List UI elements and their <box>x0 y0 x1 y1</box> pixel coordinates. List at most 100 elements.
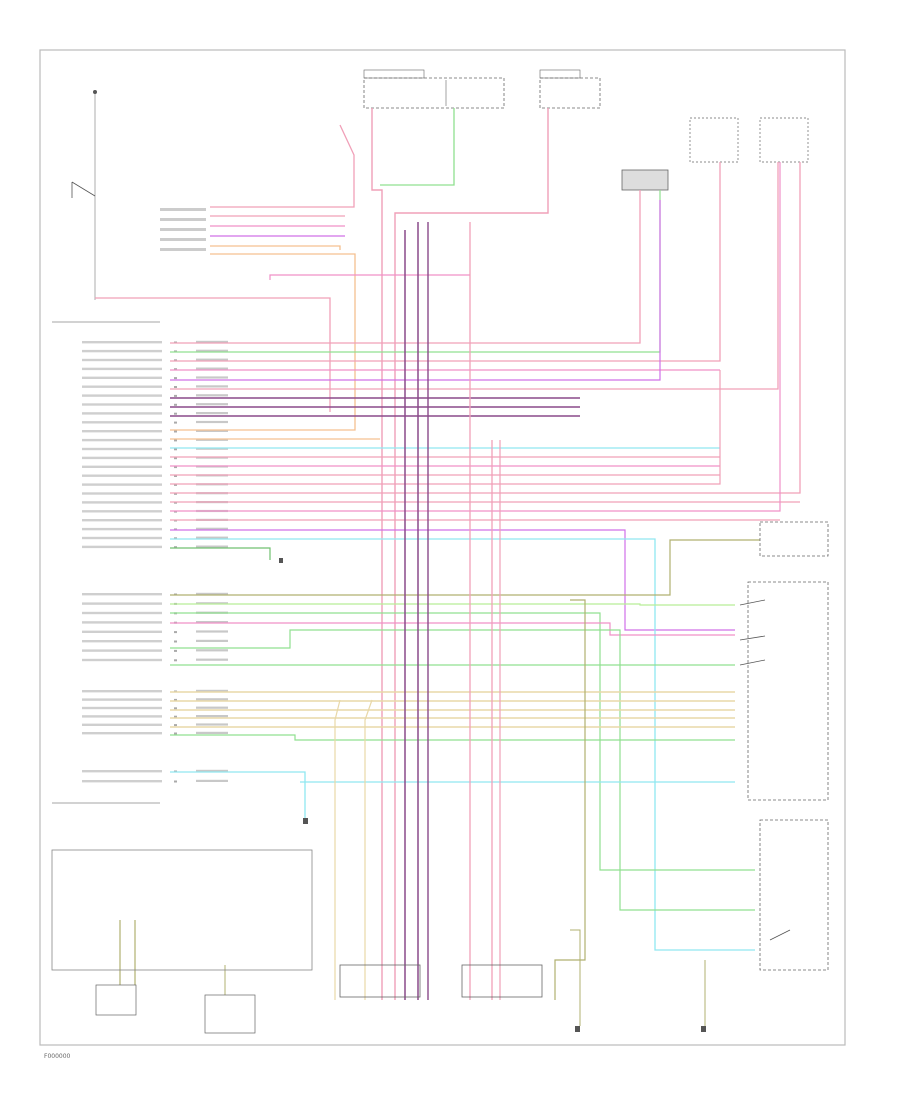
wire-color-label-bar <box>196 779 228 782</box>
wire-color-label-bar <box>196 769 228 772</box>
brake-switch-contact <box>71 181 96 198</box>
pin-number-mark <box>174 659 177 662</box>
wire-color-label-bar <box>196 438 228 441</box>
wire <box>170 603 735 606</box>
wire-color-label-bar <box>196 649 228 652</box>
trunk-wire <box>364 699 373 1000</box>
pin-number-mark <box>174 412 177 415</box>
pin-number-mark <box>174 394 177 397</box>
stop-lamp-wire <box>210 124 355 208</box>
right-front-sensor <box>689 117 739 163</box>
wire <box>170 539 760 596</box>
pin-label-bar <box>82 658 162 662</box>
pin-number-mark <box>174 537 177 540</box>
wire <box>570 929 581 1026</box>
pin-label-bar <box>82 394 162 397</box>
wire-color-label-bar <box>196 706 228 709</box>
lf-sensor-wire <box>170 162 779 390</box>
fuse-box-right-tab <box>539 69 581 79</box>
wire-harness <box>95 108 801 1026</box>
wire-color-label-bar <box>196 340 228 343</box>
fuse-feed-wire <box>394 108 549 1000</box>
wire-color-label-bar <box>196 602 228 605</box>
pin-number-mark <box>174 466 177 469</box>
pin-number-mark <box>174 715 177 718</box>
wire-color-label-bar <box>196 385 228 388</box>
pin-label-bar <box>82 376 162 379</box>
wire-color-label-bar <box>196 545 228 548</box>
rear-sensor-wire <box>170 190 641 344</box>
pin-label-bar <box>82 545 162 549</box>
pin-number-mark <box>174 707 177 710</box>
left-connector-labels <box>160 208 206 251</box>
wire-color-label-bar <box>196 658 228 661</box>
pin-label-bar <box>82 611 162 615</box>
pin-label-bar <box>82 593 162 596</box>
pin-number-mark <box>174 421 177 424</box>
pin-number-mark <box>174 403 177 406</box>
wire-color-label-bar <box>196 698 228 701</box>
pin-number-mark <box>174 448 177 451</box>
pin-label-bar <box>82 403 162 406</box>
pin-label-bar <box>82 510 162 513</box>
ground-symbols <box>279 558 706 1032</box>
pin-label-bar <box>82 519 162 522</box>
pin-label-bar <box>82 412 162 415</box>
pin-label-bar <box>82 438 162 442</box>
pin-number-mark <box>174 732 177 735</box>
pin-label-bar <box>82 465 162 468</box>
pin-label-bar <box>82 474 162 477</box>
wire-color-label-bar <box>196 429 228 432</box>
wire <box>170 253 356 431</box>
wire-color-label-bar <box>196 621 228 624</box>
wire <box>170 529 735 631</box>
wire-color-label-bar <box>196 715 228 718</box>
pin-label-bar <box>82 630 162 633</box>
wire <box>170 622 735 636</box>
pin-number-mark <box>174 698 177 701</box>
rear-sensor-module <box>621 169 669 191</box>
pin-label-bar <box>82 421 162 424</box>
fuse-box-right <box>539 77 601 109</box>
pin-number-mark <box>174 359 177 362</box>
pin-number-mark <box>174 430 177 433</box>
pin-number-mark <box>174 377 177 380</box>
front-sensor-left-box <box>339 964 421 998</box>
pin-label-bar <box>82 492 162 495</box>
fuse-panel-top-tab <box>363 69 425 79</box>
wire <box>170 538 755 951</box>
pin-label-bar <box>82 456 162 460</box>
pin-label-bar <box>82 385 162 388</box>
brake-switch-terminal <box>93 90 97 94</box>
pin-label-bar <box>82 527 162 531</box>
wire-color-label-bar <box>196 592 228 595</box>
pin-label-bar <box>82 706 162 710</box>
trunk-wire <box>334 699 341 1000</box>
wire-color-label-bar <box>196 420 228 424</box>
pin-label-bar <box>82 341 162 344</box>
wire-color-label-bar <box>196 349 228 352</box>
wire-color-label-bar <box>196 723 228 726</box>
switch-contact <box>739 635 766 641</box>
pin-label-bar <box>82 698 162 701</box>
wire-color-label-bar <box>196 731 228 734</box>
pin-label-bar <box>82 690 162 693</box>
wire <box>170 547 271 560</box>
pin-number-mark <box>174 501 177 504</box>
pin-number-mark <box>174 368 177 371</box>
pin-label-bar <box>82 358 162 362</box>
pin-number-mark <box>174 386 177 388</box>
wire-color-label-bar <box>196 403 228 406</box>
wire <box>170 162 781 512</box>
rear-sensor-box <box>461 964 543 998</box>
bottom-left-module-box <box>51 849 313 971</box>
control-module-right <box>747 581 829 801</box>
wire-color-label-bar <box>196 376 228 379</box>
wire-color-label-bar <box>196 630 228 633</box>
wire-color-label-bar <box>196 358 228 361</box>
pin-label-bar <box>82 602 162 605</box>
pin-label-bar <box>82 780 162 783</box>
rf-sensor-wire <box>170 162 721 362</box>
wire <box>170 370 721 485</box>
wire <box>554 599 586 1000</box>
